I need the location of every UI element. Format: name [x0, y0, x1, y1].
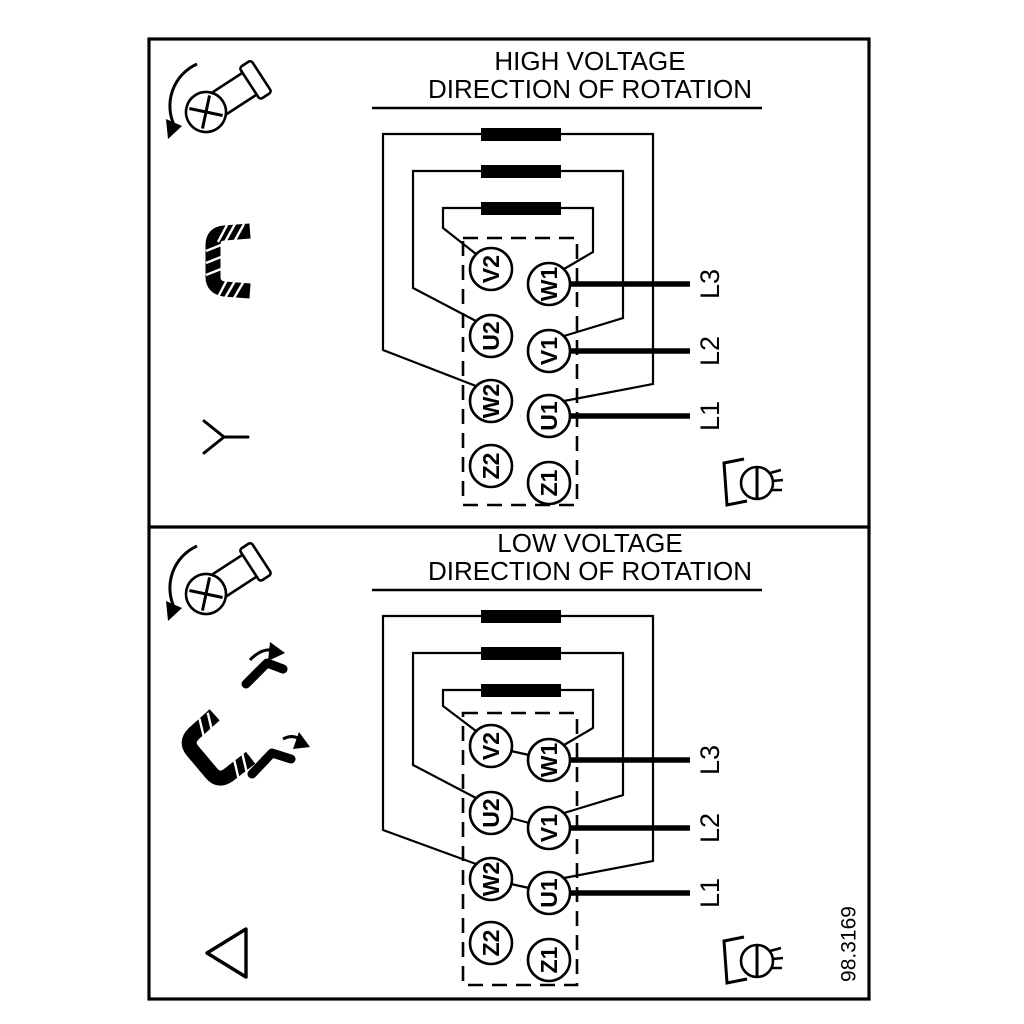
terminal-w2: W2 [468, 378, 514, 424]
terminal-v1: V1 [526, 328, 572, 374]
ground-screw-icon [722, 935, 785, 985]
svg-text:U1: U1 [536, 878, 562, 908]
panel-title-line2: DIRECTION OF ROTATION [428, 74, 752, 104]
terminal-v1: V1 [526, 805, 572, 851]
svg-text:W1: W1 [536, 267, 562, 302]
svg-text:U2: U2 [478, 798, 504, 827]
delta-connection-icon [205, 927, 248, 979]
jumper-bar [481, 202, 561, 215]
svg-text:U2: U2 [478, 321, 504, 350]
terminal-box [461, 236, 579, 507]
screw-rotation-icon [164, 57, 274, 142]
svg-text:Z1: Z1 [536, 469, 562, 496]
wire [561, 206, 595, 270]
ground-screw-icon [722, 457, 785, 507]
supply-line-label: L3 [695, 745, 725, 775]
terminal-u2: U2 [468, 790, 514, 836]
jumper-bar [481, 684, 561, 697]
star-connection-icon [202, 419, 250, 455]
wire [441, 688, 481, 732]
wire [561, 132, 655, 403]
terminal-z1: Z1 [526, 460, 572, 506]
svg-text:Z1: Z1 [536, 946, 562, 973]
svg-text:W1: W1 [536, 743, 562, 778]
terminal-box [461, 711, 579, 987]
supply-line-label: L1 [695, 401, 725, 431]
panel-title-line1: LOW VOLTAGE [497, 528, 682, 558]
wire [561, 688, 595, 746]
delta-link [510, 882, 530, 890]
wire [441, 206, 481, 255]
svg-text:V1: V1 [536, 337, 562, 365]
terminal-w1: W1 [526, 261, 572, 307]
wire [561, 169, 625, 338]
panel-title-line2: DIRECTION OF ROTATION [428, 556, 752, 586]
supply-line-label: L3 [695, 269, 725, 299]
terminal-link-icon [205, 223, 251, 299]
jumper-bar [481, 610, 561, 623]
terminal-u2: U2 [468, 313, 514, 359]
terminal-v2: V2 [468, 246, 514, 292]
jumper-bar [481, 128, 561, 141]
supply-line-label: L2 [695, 813, 725, 843]
terminal-w1: W1 [526, 737, 572, 783]
delta-link [510, 749, 530, 757]
supply-line-label: L2 [695, 336, 725, 366]
wire [411, 169, 481, 322]
panel-title-line1: HIGH VOLTAGE [494, 46, 685, 76]
low-voltage-panel: LOW VOLTAGE DIRECTION OF ROTATION [164, 528, 861, 987]
wire [381, 614, 481, 866]
svg-text:W2: W2 [478, 384, 504, 419]
jumper-bar [481, 165, 561, 178]
jumper-bar [481, 647, 561, 660]
terminal-u1: U1 [526, 870, 572, 916]
figure-number: 98.3169 [838, 906, 861, 982]
wire [381, 132, 481, 388]
wire [411, 651, 481, 799]
terminal-w2: W2 [468, 856, 514, 902]
delta-link [510, 816, 530, 825]
svg-text:U1: U1 [536, 401, 562, 431]
high-voltage-panel: HIGH VOLTAGE DIRECTION OF ROTATION [164, 46, 785, 507]
svg-text:Z2: Z2 [478, 453, 504, 480]
terminal-z1: Z1 [526, 937, 572, 983]
wire [561, 651, 625, 815]
jumper-links-arrows-icon [181, 642, 310, 786]
supply-line-label: L1 [695, 878, 725, 908]
svg-text:W2: W2 [478, 862, 504, 897]
svg-text:V1: V1 [536, 814, 562, 842]
screw-rotation-icon [164, 539, 274, 624]
terminal-u1: U1 [526, 393, 572, 439]
terminal-v2: V2 [468, 723, 514, 769]
terminal-z2: Z2 [468, 920, 514, 966]
svg-text:V2: V2 [478, 255, 504, 283]
diagram-border [147, 37, 871, 1001]
wire [561, 614, 655, 880]
terminal-z2: Z2 [468, 443, 514, 489]
svg-text:Z2: Z2 [478, 930, 504, 957]
svg-text:V2: V2 [478, 732, 504, 760]
